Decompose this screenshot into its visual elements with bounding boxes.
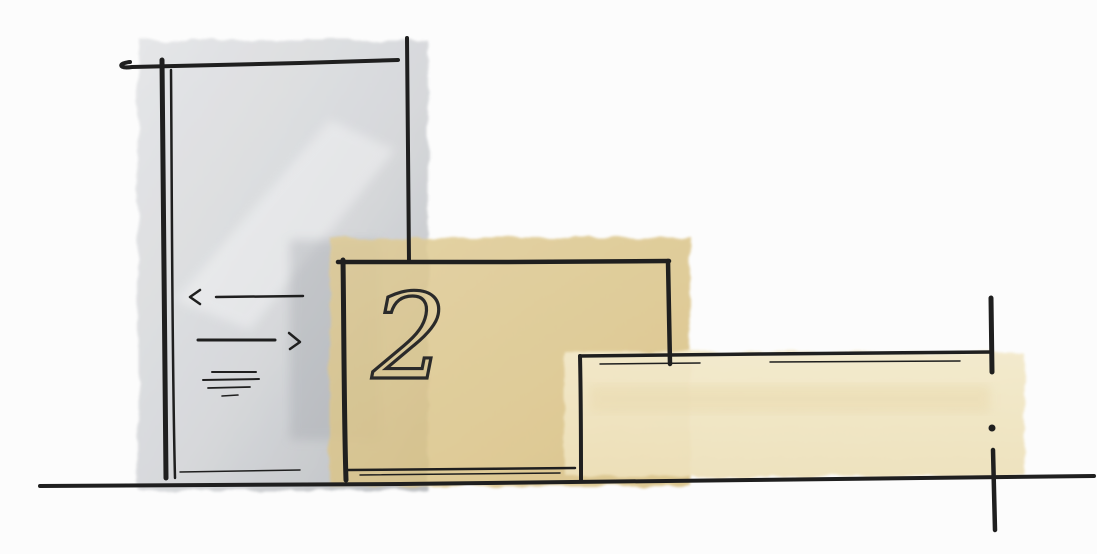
tall-block-right-line [407, 38, 409, 262]
right-block-right-line [991, 298, 992, 372]
middle-block-left-line [343, 260, 346, 480]
middle-block-right-line [668, 261, 670, 364]
right-block-right-line-lower [993, 450, 995, 530]
middle-block-top-line [338, 261, 669, 262]
right-block-wash [565, 352, 1025, 477]
right-block-dot [989, 425, 996, 432]
right-block-left-line [580, 356, 581, 480]
right-block-band [590, 385, 990, 413]
number-label: 2 [371, 268, 447, 406]
